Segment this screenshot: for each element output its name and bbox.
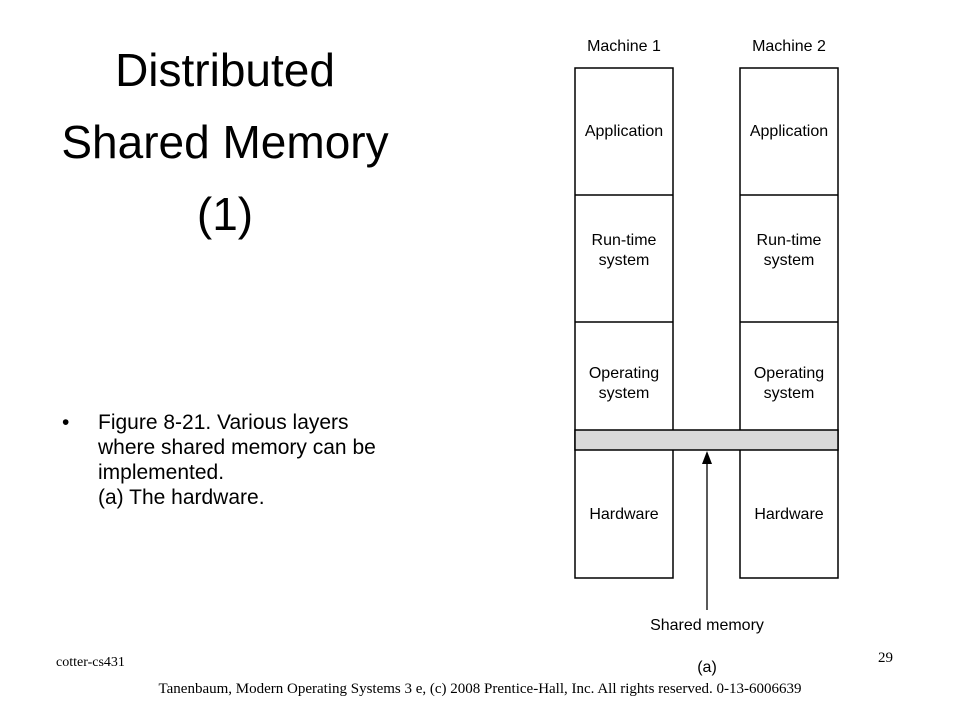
bullet-line-4: (a) The hardware. (98, 486, 265, 509)
title-line-2: Shared Memory (61, 116, 389, 168)
machine-2-layer-application: Application (750, 123, 828, 140)
machine-2-layer-hardware: Hardware (754, 506, 823, 523)
slide-title: Distributed Shared Memory (1) (0, 34, 450, 250)
machine-1-header: Machine 1 (587, 38, 661, 55)
machine-2-layer-runtime-line-2: system (764, 252, 815, 269)
bullet-list: • Figure 8-21. Various layers where shar… (58, 410, 478, 510)
machine-1-layer-os-line-1: Operating (589, 365, 659, 382)
machine-2-layer-runtime-line-1: Run-time (757, 232, 822, 249)
bullet-line-3: implemented. (98, 461, 225, 484)
bullet-line-1: Figure 8-21. Various layers (98, 411, 349, 434)
shared-memory-label: Shared memory (650, 617, 764, 634)
page-number: 29 (878, 650, 893, 666)
machine-2-header: Machine 2 (752, 38, 826, 55)
bullet-item: • Figure 8-21. Various layers where shar… (58, 410, 478, 510)
title-line-1: Distributed (115, 44, 335, 96)
machine-2-layer-os-line-1: Operating (754, 365, 824, 382)
title-line-3: (1) (196, 188, 254, 240)
machine-1-layer-hardware: Hardware (589, 506, 658, 523)
shared-memory-bus (574, 429, 839, 451)
machine-1-layer-runtime-line-1: Run-time (592, 232, 657, 249)
machine-1-stack (574, 67, 674, 579)
machine-2-layer-os-line-2: system (764, 385, 815, 402)
bullet-line-2: where shared memory can be (98, 436, 376, 459)
machine-1-layer-os-line-2: system (599, 385, 650, 402)
machine-2-stack (739, 67, 839, 579)
footer-course-label: cotter-cs431 (56, 655, 125, 670)
copyright-credit: Tanenbaum, Modern Operating Systems 3 e,… (158, 681, 802, 697)
machine-1-layer-runtime-line-2: system (599, 252, 650, 269)
bullet-dot-icon: • (62, 411, 70, 434)
machine-2-frame (739, 67, 839, 579)
machine-1-layer-application: Application (585, 123, 663, 140)
machine-1-frame (574, 67, 674, 579)
arrow-up-icon (702, 451, 712, 464)
diagram-caption: (a) (697, 659, 717, 676)
